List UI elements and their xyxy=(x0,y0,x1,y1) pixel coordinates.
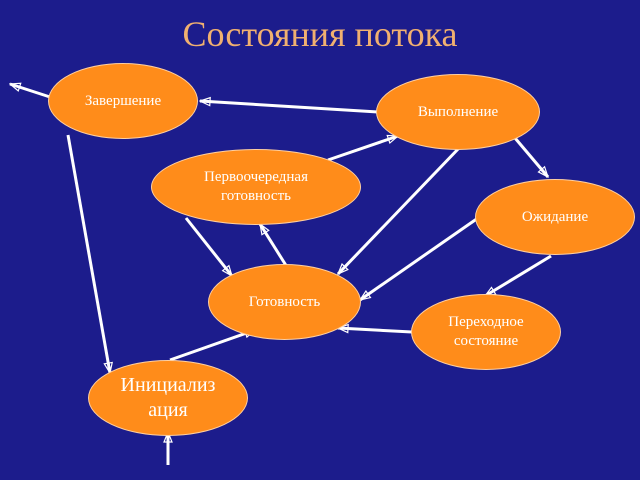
state-waiting: Ожидание xyxy=(475,179,635,255)
state-ready: Готовность xyxy=(208,264,361,340)
state-transitional-label: Переходное состояние xyxy=(448,314,524,349)
state-completion-label: Завершение xyxy=(84,92,162,109)
state-completion: Завершение xyxy=(48,63,198,139)
state-transitional: Переходное состояние xyxy=(411,294,561,370)
arrow-priority-ready-to-ready xyxy=(184,217,234,276)
state-priority-ready: Первоочередная готовность xyxy=(151,149,361,225)
arrow-completion-exit xyxy=(10,82,51,99)
state-ready-label: Готовность xyxy=(248,293,321,310)
state-priority-ready-label: Первоочередная готовность xyxy=(204,169,308,204)
arrow-waiting-to-transitional xyxy=(485,254,552,298)
arrow-completion-to-initialization xyxy=(66,134,110,373)
arrow-execution-to-ready xyxy=(338,145,462,274)
state-initialization-label: Инициализ ация xyxy=(120,374,216,421)
arrow-initialization-to-ready xyxy=(169,328,255,362)
arrow-waiting-to-ready xyxy=(360,216,479,302)
arrow-execution-to-completion xyxy=(200,101,379,114)
state-execution: Выполнение xyxy=(376,74,540,150)
state-waiting-label: Ожидание xyxy=(521,208,589,225)
diagram-title: Состояния потока xyxy=(182,14,458,54)
arrow-execution-to-waiting xyxy=(513,137,550,177)
arrow-priority-ready-to-execution xyxy=(327,134,398,162)
arrow-ready-to-priority-ready xyxy=(258,224,289,268)
state-execution-label: Выполнение xyxy=(417,103,499,120)
state-initialization: Инициализ ация xyxy=(88,360,248,436)
arrow-transitional-to-ready xyxy=(338,328,413,334)
